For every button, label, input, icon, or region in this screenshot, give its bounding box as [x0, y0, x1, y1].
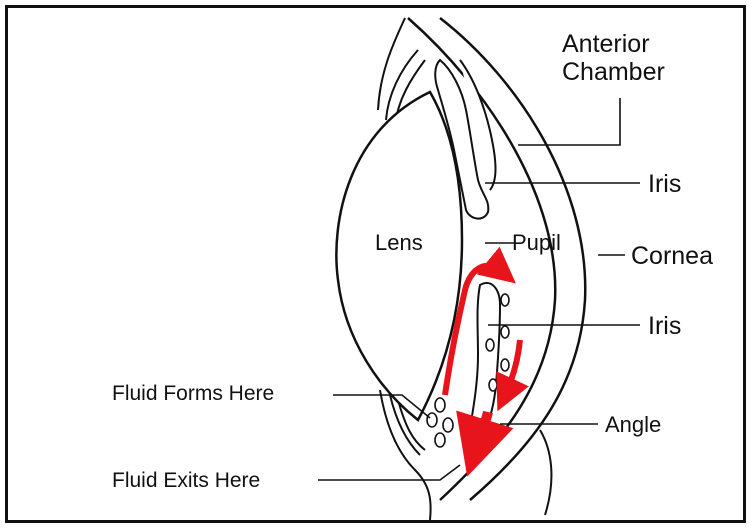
- angle-fill: [465, 425, 505, 470]
- iris-upper-shape: [434, 58, 497, 220]
- iris-droplets: [426, 293, 510, 448]
- label-anterior-chamber-line2: Chamber: [562, 58, 665, 86]
- label-iris-upper: Iris: [648, 170, 681, 198]
- flow-arrow-up: [442, 246, 516, 396]
- label-fluid-forms-here: Fluid Forms Here: [112, 382, 274, 405]
- leader-lines: [318, 98, 640, 481]
- label-pupil: Pupil: [512, 230, 561, 255]
- label-fluid-exits-here: Fluid Exits Here: [112, 469, 260, 492]
- flow-arrow-down: [496, 339, 529, 412]
- label-lens: Lens: [375, 230, 423, 255]
- flow-arrow-exit: [456, 410, 514, 477]
- label-cornea: Cornea: [631, 242, 713, 270]
- fluid-flow-arrows: [442, 246, 529, 477]
- lens-shape: [335, 90, 464, 422]
- label-angle: Angle: [605, 412, 661, 437]
- label-anterior-chamber-line1: Anterior: [562, 30, 650, 58]
- ciliary-body: [377, 17, 553, 521]
- label-iris-lower: Iris: [648, 312, 681, 340]
